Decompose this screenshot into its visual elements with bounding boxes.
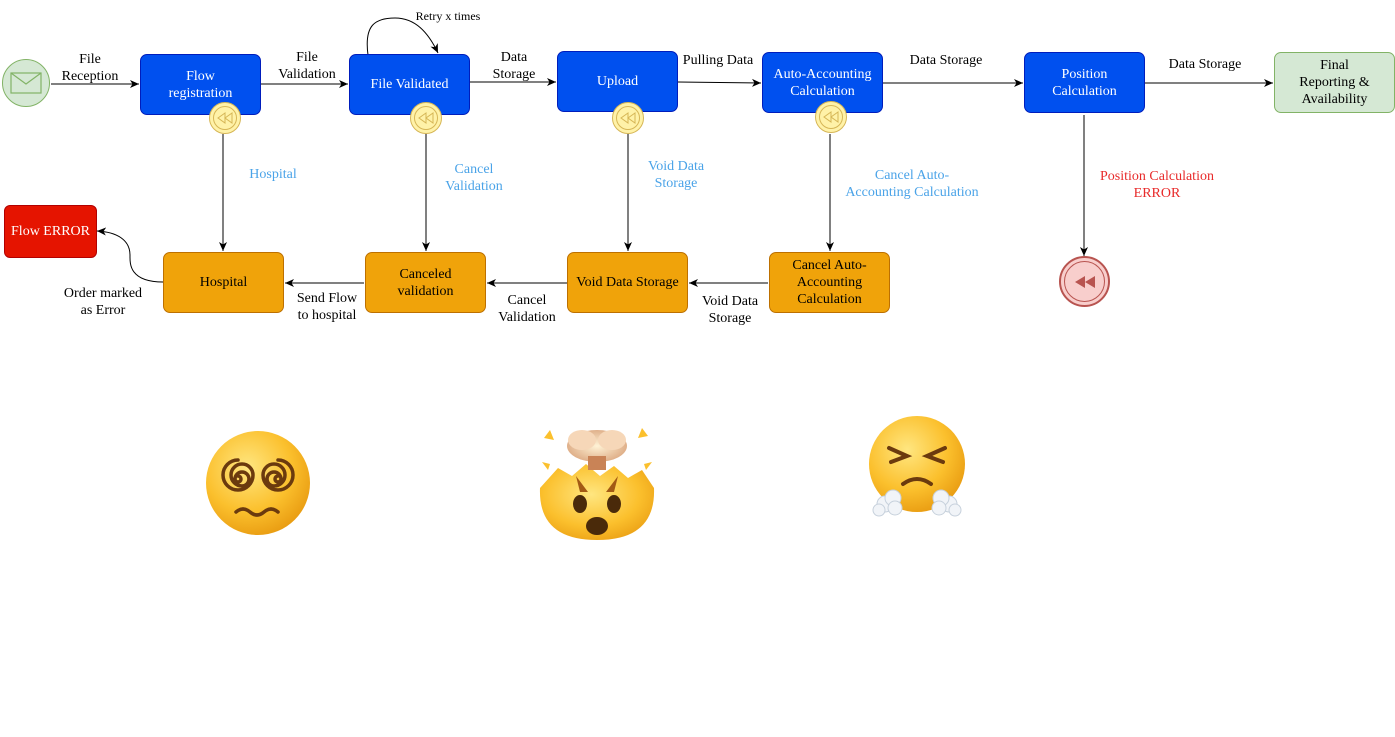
task-position-calculation[interactable]: Position Calculation	[1024, 52, 1145, 113]
exploding-head-emoji	[539, 428, 655, 540]
task-cancel-auto-accounting[interactable]: Cancel Auto- Accounting Calculation	[769, 252, 890, 313]
label-data-storage-2: Data Storage	[909, 53, 983, 68]
flow-error-box[interactable]: Flow ERROR	[4, 205, 97, 258]
dizzy-face-emoji	[206, 431, 310, 535]
label-void-data-storage-compensation: Void Data Storage	[647, 159, 705, 191]
label-file-validation: File Validation	[278, 50, 336, 82]
error-end-event[interactable]	[1059, 256, 1110, 307]
rewind-icon	[620, 112, 636, 124]
label-cancel-validation-compensation: Cancel Validation	[445, 162, 503, 194]
rewind-icon	[217, 112, 233, 124]
compensation-marker[interactable]	[209, 102, 241, 134]
task-canceled-validation[interactable]: Canceled validation	[365, 252, 486, 313]
edge-hospital-to-error	[96, 227, 164, 283]
task-file-validated[interactable]: File Validated	[349, 54, 470, 115]
rewind-icon	[823, 111, 839, 123]
compensation-marker[interactable]	[612, 102, 644, 134]
edge-retry-loop	[366, 17, 439, 56]
label-order-marked: Order marked as Error	[63, 286, 143, 318]
label-file-reception: File Reception	[61, 52, 119, 84]
task-upload[interactable]: Upload	[557, 51, 678, 112]
label-position-error: Position Calculation ERROR	[1100, 169, 1214, 201]
steam-nose-face-emoji	[869, 416, 965, 517]
envelope-icon	[10, 72, 42, 94]
compensation-marker[interactable]	[815, 101, 847, 133]
compensation-marker[interactable]	[410, 102, 442, 134]
label-retry: Retry x times	[415, 9, 481, 23]
label-hospital-compensation: Hospital	[249, 167, 297, 182]
edge-pulling-data	[677, 78, 762, 87]
task-hospital[interactable]: Hospital	[163, 252, 284, 313]
rewind-icon	[418, 112, 434, 124]
label-cancel-auto-compensation: Cancel Auto- Accounting Calculation	[845, 168, 979, 200]
label-cancel-validation: Cancel Validation	[498, 293, 556, 325]
start-event[interactable]	[2, 59, 50, 107]
label-data-storage-1: Data Storage	[492, 50, 536, 82]
task-void-data-storage[interactable]: Void Data Storage	[567, 252, 688, 313]
task-final-reporting[interactable]: Final Reporting & Availability	[1274, 52, 1395, 113]
task-flow-registration[interactable]: Flow registration	[140, 54, 261, 115]
rewind-icon	[1074, 275, 1095, 288]
label-pulling-data: Pulling Data	[682, 53, 754, 68]
label-send-flow: Send Flow to hospital	[296, 291, 358, 323]
label-void-data-storage: Void Data Storage	[701, 294, 759, 326]
label-data-storage-3: Data Storage	[1168, 57, 1242, 72]
